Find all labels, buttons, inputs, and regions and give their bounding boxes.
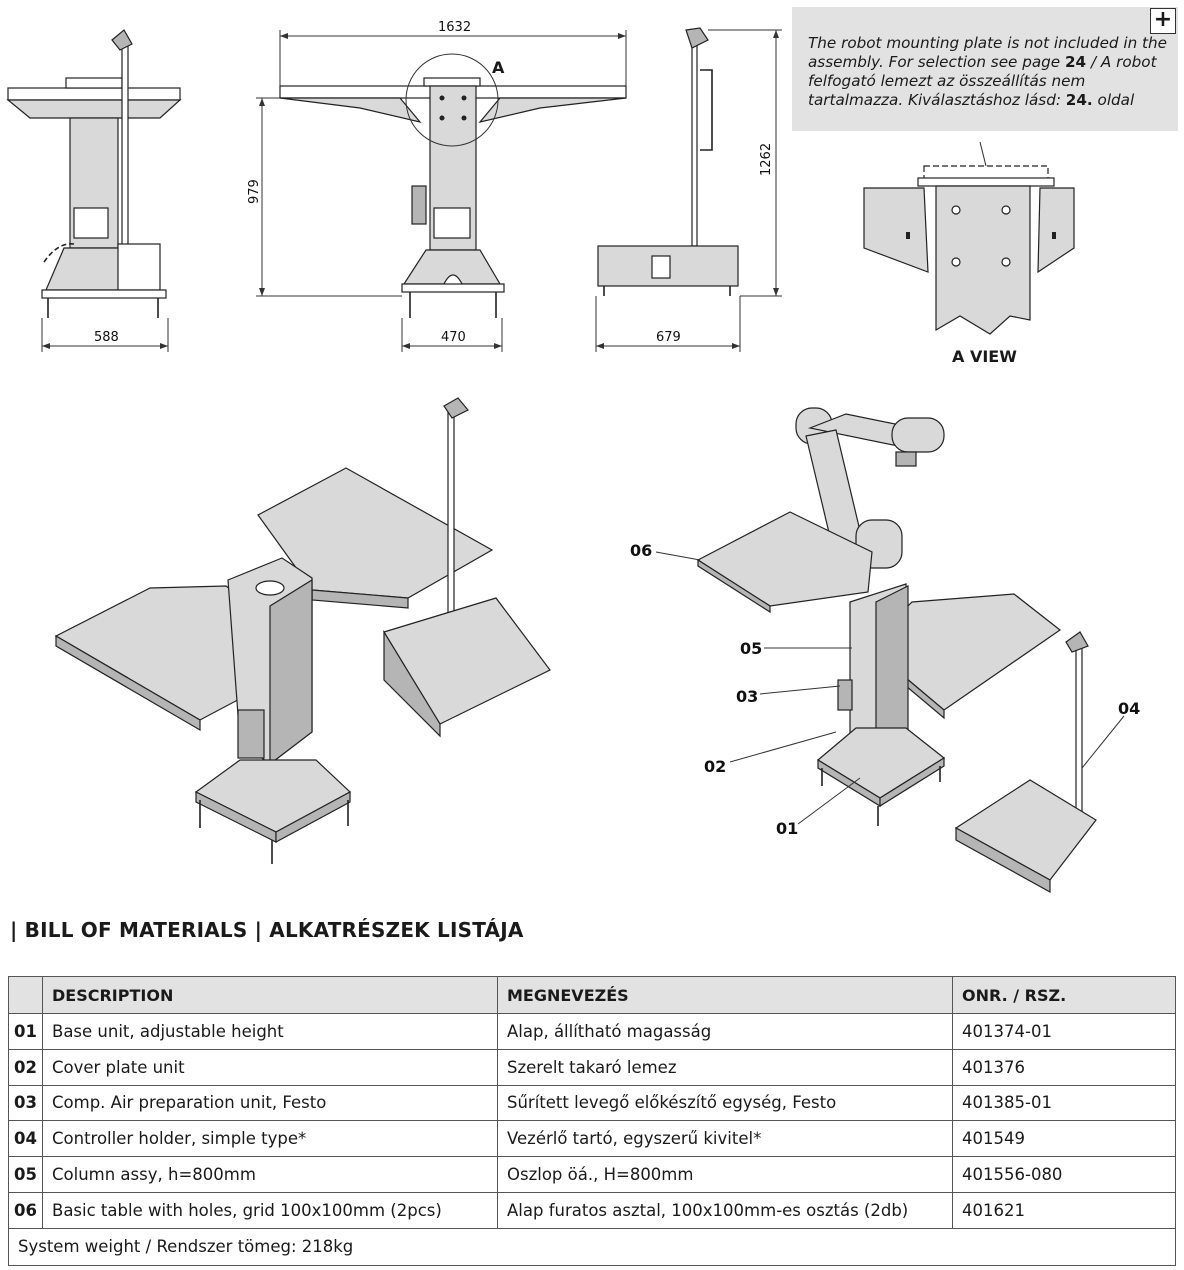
iso-label-05: 05 (740, 639, 762, 658)
expand-plus-icon[interactable]: + (1150, 8, 1176, 34)
header-description: DESCRIPTION (42, 976, 498, 1014)
row-part-number: 401549 (952, 1120, 1176, 1158)
header-megnevezes: MEGNEVEZÉS (497, 976, 953, 1014)
isometric-drawings: 06 05 03 02 01 04 (54, 397, 1140, 894)
row-description: Controller holder, simple type* (42, 1120, 498, 1158)
dim-right-width: 679 (656, 330, 681, 345)
table-row: 04 Controller holder, simple type* Vezér… (8, 1120, 1176, 1158)
row-number: 06 (8, 1191, 43, 1229)
side-view-drawing: 1632 979 470 (247, 20, 627, 352)
row-number: 04 (8, 1120, 43, 1158)
iso-label-06: 06 (630, 541, 652, 560)
row-part-number: 401385-01 (952, 1084, 1176, 1122)
row-megnevezes: Alap, állítható magasság (497, 1013, 953, 1050)
a-view-detail-drawing (863, 141, 1075, 335)
a-view-label: A VIEW (952, 347, 1017, 366)
row-description: Column assy, h=800mm (42, 1156, 498, 1193)
row-description: Base unit, adjustable height (42, 1013, 498, 1050)
bom-section-title: | BILL OF MATERIALS | ALKATRÉSZEK LISTÁJ… (10, 918, 524, 942)
dim-front-width: 588 (94, 330, 119, 345)
row-megnevezes: Alap furatos asztal, 100x100mm-es osztás… (497, 1191, 953, 1229)
row-number: 05 (8, 1156, 43, 1193)
right-view-drawing: 1262 679 (595, 27, 782, 352)
row-number: 03 (8, 1084, 43, 1122)
iso-label-02: 02 (704, 757, 726, 776)
note-text: The robot mounting plate is not included… (808, 34, 1167, 109)
iso-label-03: 03 (736, 687, 758, 706)
table-row: 05 Column assy, h=800mm Oszlop öá., H=80… (8, 1156, 1176, 1193)
bill-of-materials-table: DESCRIPTION MEGNEVEZÉS ONR. / RSZ. 01 Ba… (8, 976, 1176, 1266)
iso-label-01: 01 (776, 819, 798, 838)
table-row: 06 Basic table with holes, grid 100x100m… (8, 1191, 1176, 1229)
dim-side-width-bottom: 470 (441, 330, 466, 345)
row-part-number: 401374-01 (952, 1013, 1176, 1050)
header-number (8, 976, 43, 1014)
technical-drawings: 588 1632 979 (6, 20, 1075, 352)
row-number: 01 (8, 1013, 43, 1050)
callout-a-label: A (492, 58, 505, 77)
system-weight: System weight / Rendszer tömeg: 218kg (8, 1227, 1176, 1266)
note-box (792, 7, 1178, 131)
dim-right-height: 1262 (759, 143, 774, 176)
dim-side-height: 979 (247, 179, 262, 204)
row-description: Comp. Air preparation unit, Festo (42, 1084, 498, 1122)
right-isometric-assembly: 06 05 03 02 01 04 (630, 407, 1140, 894)
row-part-number: 401621 (952, 1191, 1176, 1229)
row-part-number: 401376 (952, 1048, 1176, 1086)
table-row: 02 Cover plate unit Szerelt takaró lemez… (8, 1048, 1176, 1086)
front-view-drawing: 588 (6, 29, 182, 352)
dim-side-width-top: 1632 (438, 20, 471, 35)
table-header-row: DESCRIPTION MEGNEVEZÉS ONR. / RSZ. (8, 976, 1176, 1014)
row-megnevezes: Vezérlő tartó, egyszerű kivitel* (497, 1120, 953, 1158)
row-megnevezes: Sűrített levegő előkészítő egység, Festo (497, 1084, 953, 1122)
header-part-number: ONR. / RSZ. (952, 976, 1176, 1014)
iso-label-04: 04 (1118, 699, 1140, 718)
row-description: Cover plate unit (42, 1048, 498, 1086)
row-description: Basic table with holes, grid 100x100mm (… (42, 1191, 498, 1229)
row-megnevezes: Szerelt takaró lemez (497, 1048, 953, 1086)
left-isometric-assembly (54, 397, 551, 864)
table-row: 01 Base unit, adjustable height Alap, ál… (8, 1013, 1176, 1050)
row-number: 02 (8, 1048, 43, 1086)
row-part-number: 401556-080 (952, 1156, 1176, 1193)
row-megnevezes: Oszlop öá., H=800mm (497, 1156, 953, 1193)
table-row: 03 Comp. Air preparation unit, Festo Sűr… (8, 1084, 1176, 1122)
table-footer-row: System weight / Rendszer tömeg: 218kg (8, 1227, 1176, 1266)
